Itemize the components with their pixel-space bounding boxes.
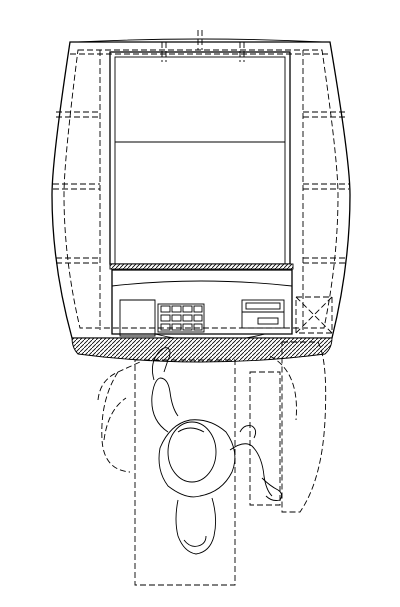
reader-button [257,317,279,325]
standing-zone [134,359,236,586]
console-left-panel [119,299,156,337]
dashed-clearance-zones [97,341,327,586]
reader-frame [241,299,285,329]
housing-inner-dashed [63,49,339,329]
keypad-frame [157,303,205,333]
dashed-x-box [295,296,333,334]
housing-base-hatch [71,337,333,363]
user-hair-line [177,427,205,433]
user-right-arm [229,443,273,497]
reach-arcs [101,355,297,473]
housing-outline [51,41,351,339]
side-zone-outer [281,341,327,513]
left-sweep-b [103,397,127,441]
user-right-hand [239,425,257,439]
user-shoulders [158,419,236,498]
reader-display [245,302,281,310]
card-reader [241,299,285,344]
console-curve-top [111,280,293,287]
user-head [167,421,217,483]
console-outline [111,269,293,335]
user-figure [151,347,283,555]
right-seam-marks [303,111,349,264]
display-inner [114,56,286,265]
display-panel [109,51,291,265]
kiosk-housing [51,30,351,339]
user-feet [183,535,207,547]
right-reach-arc [269,355,297,421]
keypad-keys [160,305,203,331]
left-sweep-a [97,361,141,401]
user-left-arm [151,377,179,433]
keypad [157,303,205,333]
display-bottom-hatch [109,263,294,270]
left-seam-marks [53,111,100,264]
top-bevel [77,38,323,43]
side-zone-inner [249,371,281,506]
user-left-hand [151,347,171,381]
user-lower-body [175,497,217,555]
user-right-forearm [261,477,283,501]
display-outer [109,51,291,265]
left-reach-arc [101,371,131,473]
